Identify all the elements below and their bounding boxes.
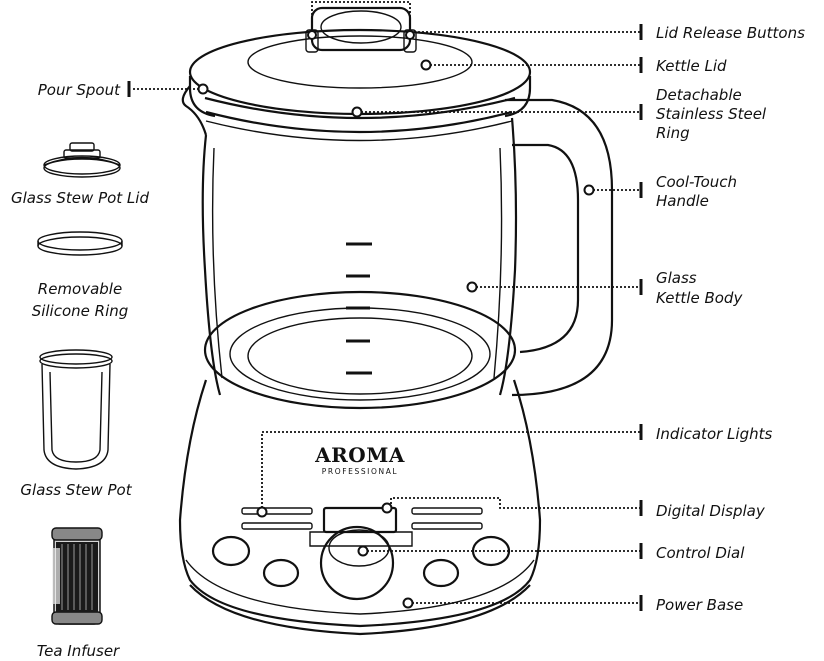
callout-indicator-lights	[256, 424, 643, 518]
callout-glass-kettle-body	[466, 279, 643, 295]
label-glass-kettle-body-1: Glass	[656, 269, 697, 287]
label-removable-silicone-ring-1: Removable	[38, 280, 122, 298]
removable-silicone-ring-illustration	[37, 231, 123, 256]
label-lid-release-buttons: Lid Release Buttons	[656, 24, 805, 42]
glass-stew-pot-lid-illustration	[43, 142, 121, 178]
label-steel-ring-2: Stainless Steel	[656, 105, 767, 123]
brand-logo: AROMA	[314, 443, 405, 467]
label-glass-stew-pot: Glass Stew Pot	[20, 481, 132, 499]
label-glass-stew-pot-lid: Glass Stew Pot Lid	[11, 189, 149, 207]
brand-subtitle: PROFESSIONAL	[322, 467, 398, 476]
callout-cool-touch-handle	[583, 182, 643, 198]
callout-lid-release-buttons	[307, 1, 643, 40]
callout-kettle-lid	[420, 57, 643, 73]
label-pour-spout: Pour Spout	[38, 81, 121, 99]
callout-steel-ring	[351, 104, 643, 120]
label-removable-silicone-ring-2: Silicone Ring	[32, 302, 129, 320]
label-power-base: Power Base	[656, 596, 743, 614]
kettle-illustration: AROMA PROFESSIONAL	[178, 6, 614, 636]
label-indicator-lights: Indicator Lights	[656, 425, 772, 443]
label-steel-ring-3: Ring	[656, 124, 690, 142]
label-kettle-lid: Kettle Lid	[656, 57, 727, 75]
callout-pour-spout	[127, 81, 209, 97]
label-control-dial: Control Dial	[656, 544, 745, 562]
label-tea-infuser: Tea Infuser	[37, 642, 120, 660]
label-digital-display: Digital Display	[656, 502, 766, 520]
glass-stew-pot-illustration	[39, 349, 113, 470]
tea-infuser-illustration	[51, 527, 103, 625]
label-glass-kettle-body-2: Kettle Body	[656, 289, 743, 307]
label-steel-ring-1: Detachable	[656, 86, 742, 104]
label-cool-touch-handle-2: Handle	[656, 192, 709, 210]
callout-digital-display	[381, 497, 643, 516]
callout-control-dial	[357, 543, 643, 559]
callout-power-base	[402, 595, 643, 611]
label-cool-touch-handle-1: Cool-Touch	[656, 173, 737, 191]
